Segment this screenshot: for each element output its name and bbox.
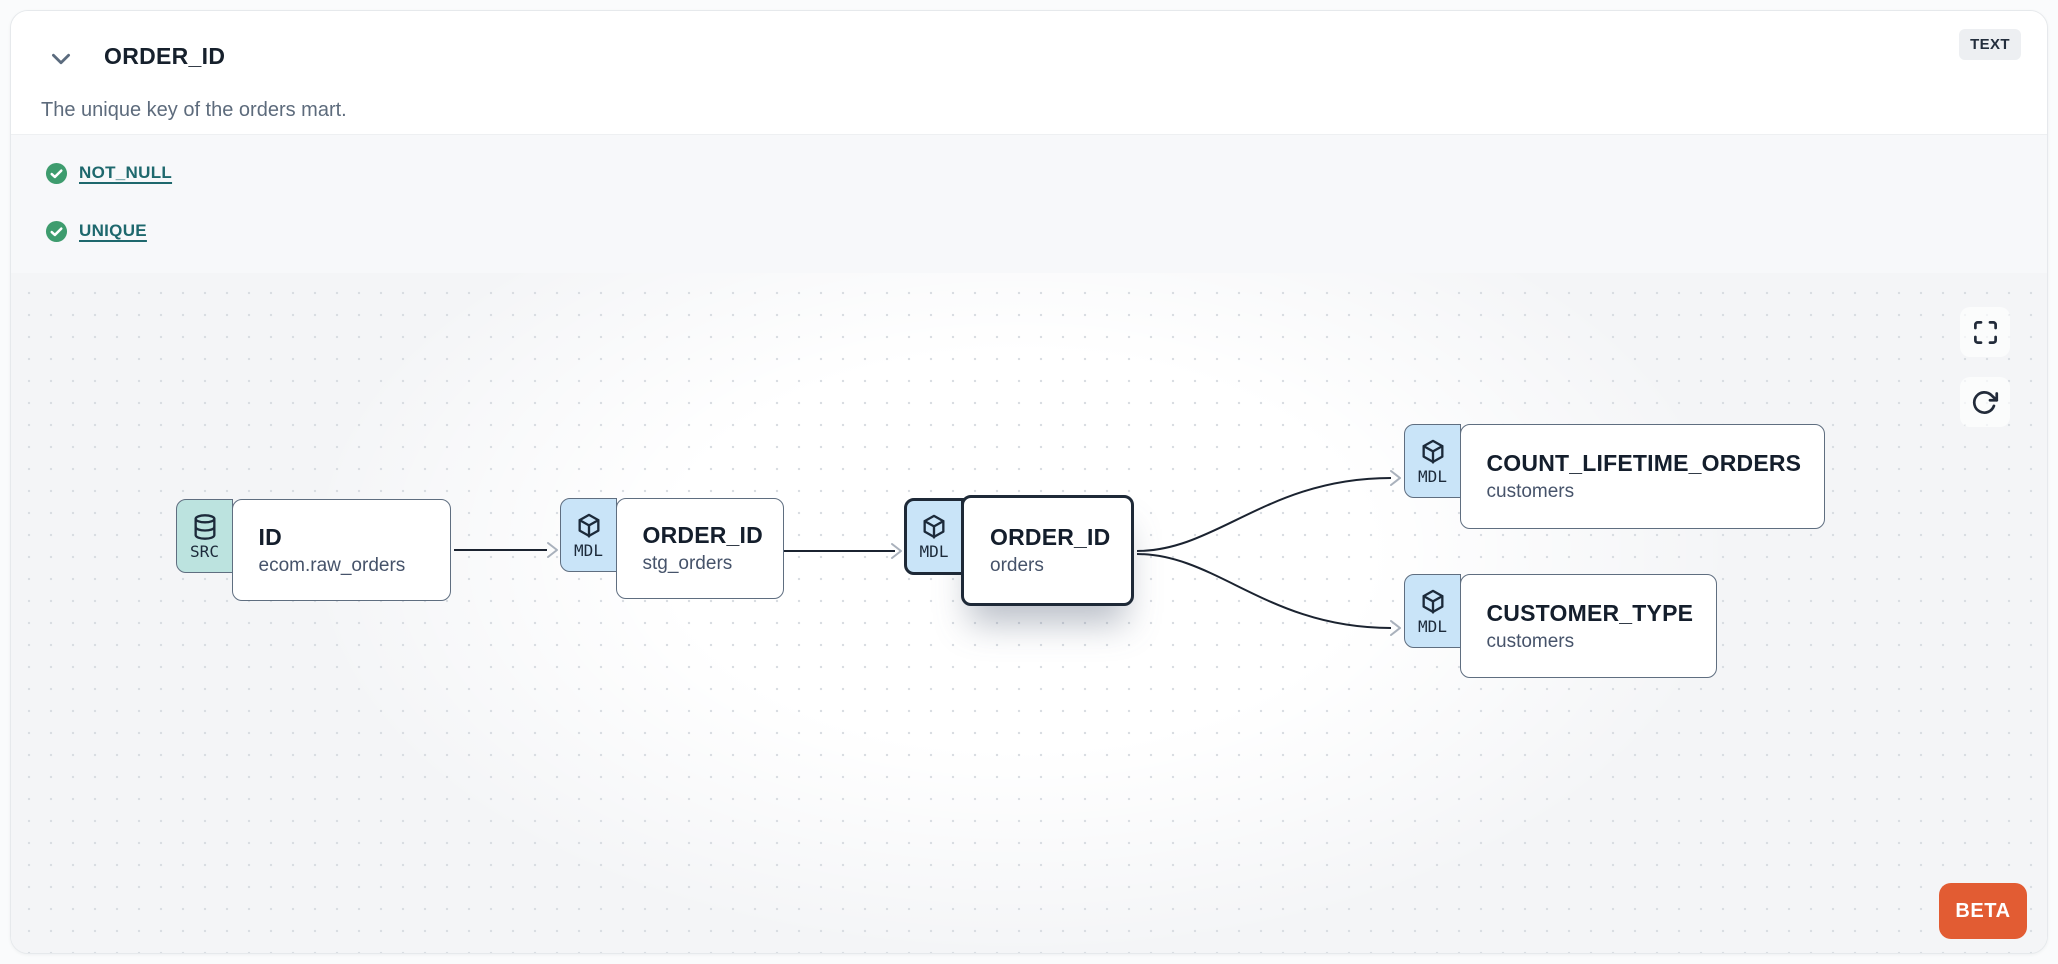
test-link-unique[interactable]: UNIQUE — [79, 221, 147, 240]
cube-icon — [578, 513, 599, 538]
column-description: The unique key of the orders mart. — [41, 99, 347, 121]
node-subtitle: ecom.raw_orders — [258, 554, 406, 576]
node-kind-badge: MDL — [1404, 574, 1461, 648]
fullscreen-icon — [1973, 320, 1997, 344]
database-icon — [194, 513, 215, 540]
check-circle-icon — [45, 162, 68, 185]
node-title: ID — [258, 523, 282, 550]
node-box: COUNT_LIFETIME_ORDERS customers — [1459, 424, 1825, 529]
chevron-down-icon — [52, 53, 70, 65]
collapse-toggle-button[interactable] — [41, 41, 81, 77]
column-title: ORDER_ID — [104, 43, 226, 69]
node-box: CUSTOMER_TYPE customers — [1459, 574, 1717, 678]
node-kind-label: MDL — [1418, 616, 1447, 636]
lineage-node-orders-selected[interactable]: MDL ORDER_ID orders — [904, 495, 1134, 606]
lineage-node-customer-type[interactable]: MDL CUSTOMER_TYPE customers — [1404, 574, 1717, 678]
node-box: ORDER_ID orders — [961, 495, 1134, 606]
node-kind-label: SRC — [190, 541, 219, 561]
node-kind-badge: MDL — [904, 498, 964, 575]
edge-orders-to-count — [1136, 477, 1392, 552]
node-box: ORDER_ID stg_orders — [615, 498, 784, 599]
test-row: UNIQUE — [45, 216, 2047, 246]
check-circle-icon — [45, 220, 68, 243]
edge-orders-to-ctype — [1136, 553, 1392, 629]
cube-icon — [923, 514, 945, 539]
cube-icon — [1422, 439, 1443, 464]
node-subtitle: stg_orders — [642, 553, 733, 574]
fullscreen-button[interactable] — [1960, 307, 2010, 357]
edge-arrowhead — [1390, 470, 1401, 486]
node-title: ORDER_ID — [642, 522, 763, 548]
column-details-card: ORDER_ID TEXT The unique key of the orde… — [10, 10, 2048, 954]
column-type-badge: TEXT — [1959, 29, 2021, 60]
node-subtitle: orders — [990, 555, 1044, 576]
node-kind-badge: MDL — [1404, 424, 1461, 498]
node-kind-badge: MDL — [560, 498, 617, 572]
node-title: CUSTOMER_TYPE — [1486, 599, 1694, 626]
test-row: NOT_NULL — [45, 158, 2047, 188]
tests-section: NOT_NULL UNIQUE — [11, 134, 2047, 273]
edge-arrowhead — [547, 542, 558, 558]
edge-arrowhead — [1390, 620, 1401, 636]
refresh-button[interactable] — [1960, 377, 2010, 427]
refresh-icon — [1972, 390, 1998, 414]
node-subtitle: customers — [1486, 630, 1575, 652]
cube-icon — [1422, 589, 1443, 614]
lineage-canvas[interactable]: SRC ID ecom.raw_orders MDL ORDER_ID stg_… — [11, 273, 2047, 953]
node-kind-label: MDL — [574, 540, 603, 560]
beta-badge: BETA — [1939, 883, 2027, 939]
node-kind-badge: SRC — [176, 499, 233, 573]
lineage-node-count-lifetime-orders[interactable]: MDL COUNT_LIFETIME_ORDERS customers — [1404, 424, 1825, 529]
lineage-node-stg-orders[interactable]: MDL ORDER_ID stg_orders — [560, 498, 784, 599]
node-kind-label: MDL — [1418, 466, 1447, 486]
edge-arrowhead — [891, 543, 902, 559]
lineage-edges — [454, 470, 1401, 636]
node-title: COUNT_LIFETIME_ORDERS — [1486, 450, 1802, 476]
lineage-node-src-raw-orders[interactable]: SRC ID ecom.raw_orders — [176, 499, 451, 601]
node-subtitle: customers — [1486, 481, 1575, 502]
test-link-not-null[interactable]: NOT_NULL — [79, 163, 173, 182]
header: ORDER_ID TEXT The unique key of the orde… — [11, 11, 2047, 134]
node-title: ORDER_ID — [990, 524, 1111, 550]
node-kind-label: MDL — [919, 542, 949, 561]
node-box: ID ecom.raw_orders — [231, 499, 451, 601]
